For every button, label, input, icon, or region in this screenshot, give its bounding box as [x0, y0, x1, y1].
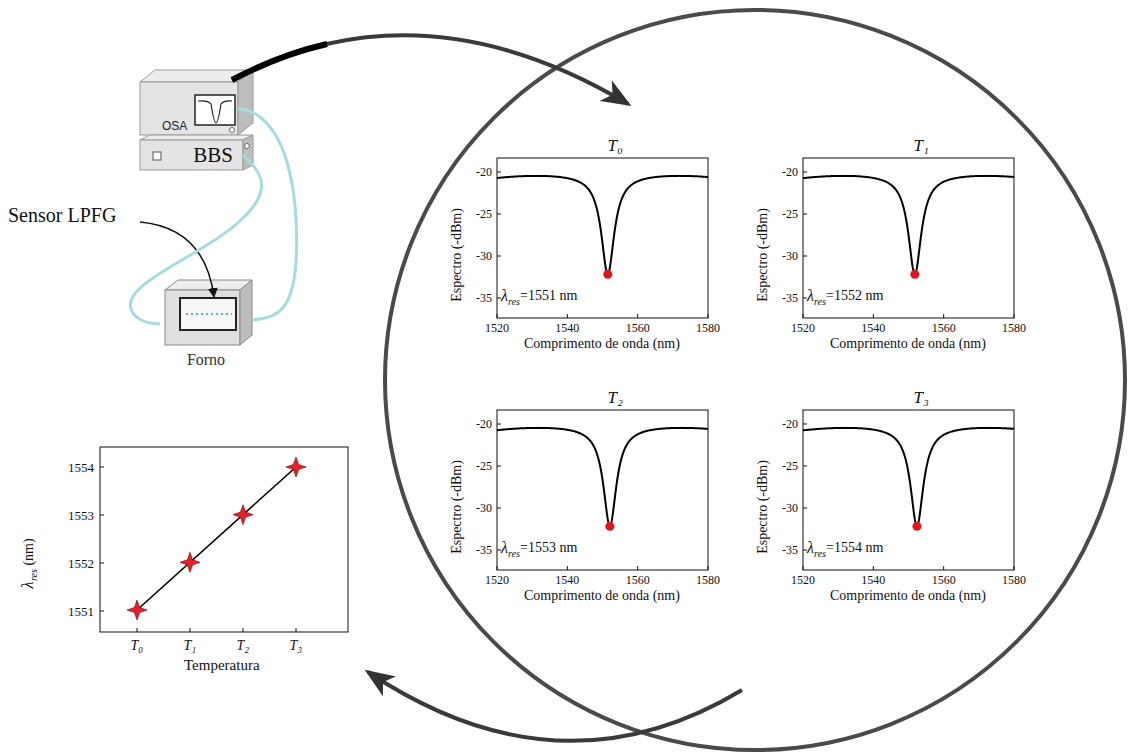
- resonance-label: λ: [807, 288, 814, 304]
- axis-title: Espectro (-dBm): [450, 460, 464, 554]
- axis-title: Comprimento de onda (nm): [830, 337, 986, 351]
- tick-label: 1540: [861, 322, 885, 334]
- resonance-label: λ: [807, 540, 814, 556]
- axis-title: Espectro (-dBm): [756, 460, 770, 554]
- tick-label: 1540: [555, 322, 579, 334]
- optical-fiber: [238, 109, 297, 321]
- tick-label: -35: [476, 292, 492, 304]
- spectrum-plot: [803, 410, 1014, 570]
- axis-title: Comprimento de onda (nm): [524, 589, 680, 603]
- node-label: OSA: [162, 120, 187, 132]
- node-label: BBS: [193, 145, 233, 166]
- plot-title: T₀: [608, 137, 623, 154]
- tick-label: -20: [476, 418, 492, 430]
- plot-title: T₂: [608, 389, 623, 406]
- spectrum-plot: [497, 410, 708, 570]
- plot-title: T₁: [914, 137, 929, 154]
- group-circle: [385, 10, 1125, 750]
- tick-label: 1520: [485, 574, 509, 586]
- tick-label: 1554: [68, 461, 94, 474]
- spectrum-plot: [497, 158, 708, 318]
- resonance-label: res: [814, 297, 826, 307]
- tick-label: 1540: [861, 574, 885, 586]
- spectrum-plot: [803, 158, 1014, 318]
- tick-label: -30: [476, 250, 492, 262]
- instrument-box: OSA: [140, 82, 238, 135]
- tick-label: 1520: [791, 574, 815, 586]
- axis-title: Comprimento de onda (nm): [830, 589, 986, 603]
- resonance-label: res: [508, 297, 520, 307]
- plot-title: T₃: [914, 389, 929, 406]
- optical-fiber: [130, 155, 261, 324]
- tick-label: -35: [782, 292, 798, 304]
- tick-label: 1560: [932, 322, 956, 334]
- axis-title: Espectro (-dBm): [450, 208, 464, 302]
- axis-title: Comprimento de onda (nm): [524, 337, 680, 351]
- resonance-label: =1551 nm: [520, 289, 577, 303]
- tick-label: 1560: [626, 574, 650, 586]
- bbs-instrument: [140, 135, 253, 170]
- oven-box: Forno: [160, 286, 252, 368]
- tick-label: 1580: [1002, 574, 1026, 586]
- calibration-chart: [100, 447, 348, 632]
- tick-label: 1540: [555, 574, 579, 586]
- tick-label: 1560: [932, 574, 956, 586]
- resonance-label: λ: [501, 288, 508, 304]
- tick-label: -20: [782, 166, 798, 178]
- tick-label: 1580: [696, 322, 720, 334]
- tick-label: 1580: [1002, 322, 1026, 334]
- resonance-label: λ: [501, 540, 508, 556]
- tick-label: T₂: [237, 639, 250, 653]
- tick-label: 1520: [791, 322, 815, 334]
- tick-label: -20: [476, 166, 492, 178]
- tick-label: -25: [476, 208, 492, 220]
- axis-title: res: [29, 569, 39, 581]
- tick-label: -35: [476, 544, 492, 556]
- resonance-label: =1553 nm: [520, 541, 577, 555]
- tick-label: -25: [782, 208, 798, 220]
- axis-title: Temperatura: [184, 658, 260, 673]
- axis-title: (nm): [21, 538, 35, 565]
- tick-label: -30: [476, 502, 492, 514]
- resonance-label: res: [814, 549, 826, 559]
- node-label: Forno: [187, 352, 225, 368]
- resonance-label: =1554 nm: [826, 541, 883, 555]
- tick-label: -35: [782, 544, 798, 556]
- instrument-box: BBS: [140, 140, 243, 170]
- oven: [165, 280, 252, 345]
- tick-label: T₃: [290, 639, 303, 653]
- tick-label: 1520: [485, 322, 509, 334]
- tick-label: T₀: [131, 639, 144, 653]
- tick-label: -25: [476, 460, 492, 472]
- resonance-label: =1552 nm: [826, 289, 883, 303]
- tick-label: T₁: [184, 639, 197, 653]
- tick-label: 1560: [626, 322, 650, 334]
- tick-label: -30: [782, 502, 798, 514]
- tick-label: -30: [782, 250, 798, 262]
- axis-title: Espectro (-dBm): [756, 208, 770, 302]
- tick-label: 1551: [68, 605, 94, 618]
- tick-label: 1580: [696, 574, 720, 586]
- tick-label: 1552: [68, 557, 94, 570]
- resonance-label: res: [508, 549, 520, 559]
- part-label: Sensor LPFG: [8, 205, 116, 225]
- leader-arrow: [140, 222, 214, 297]
- flow-arrow: [368, 672, 742, 741]
- tick-label: -20: [782, 418, 798, 430]
- axis-title: λ: [20, 581, 36, 588]
- tick-label: -25: [782, 460, 798, 472]
- tick-label: 1553: [68, 509, 94, 522]
- flow-arrow: [232, 35, 628, 104]
- flow-arrow: [232, 44, 327, 80]
